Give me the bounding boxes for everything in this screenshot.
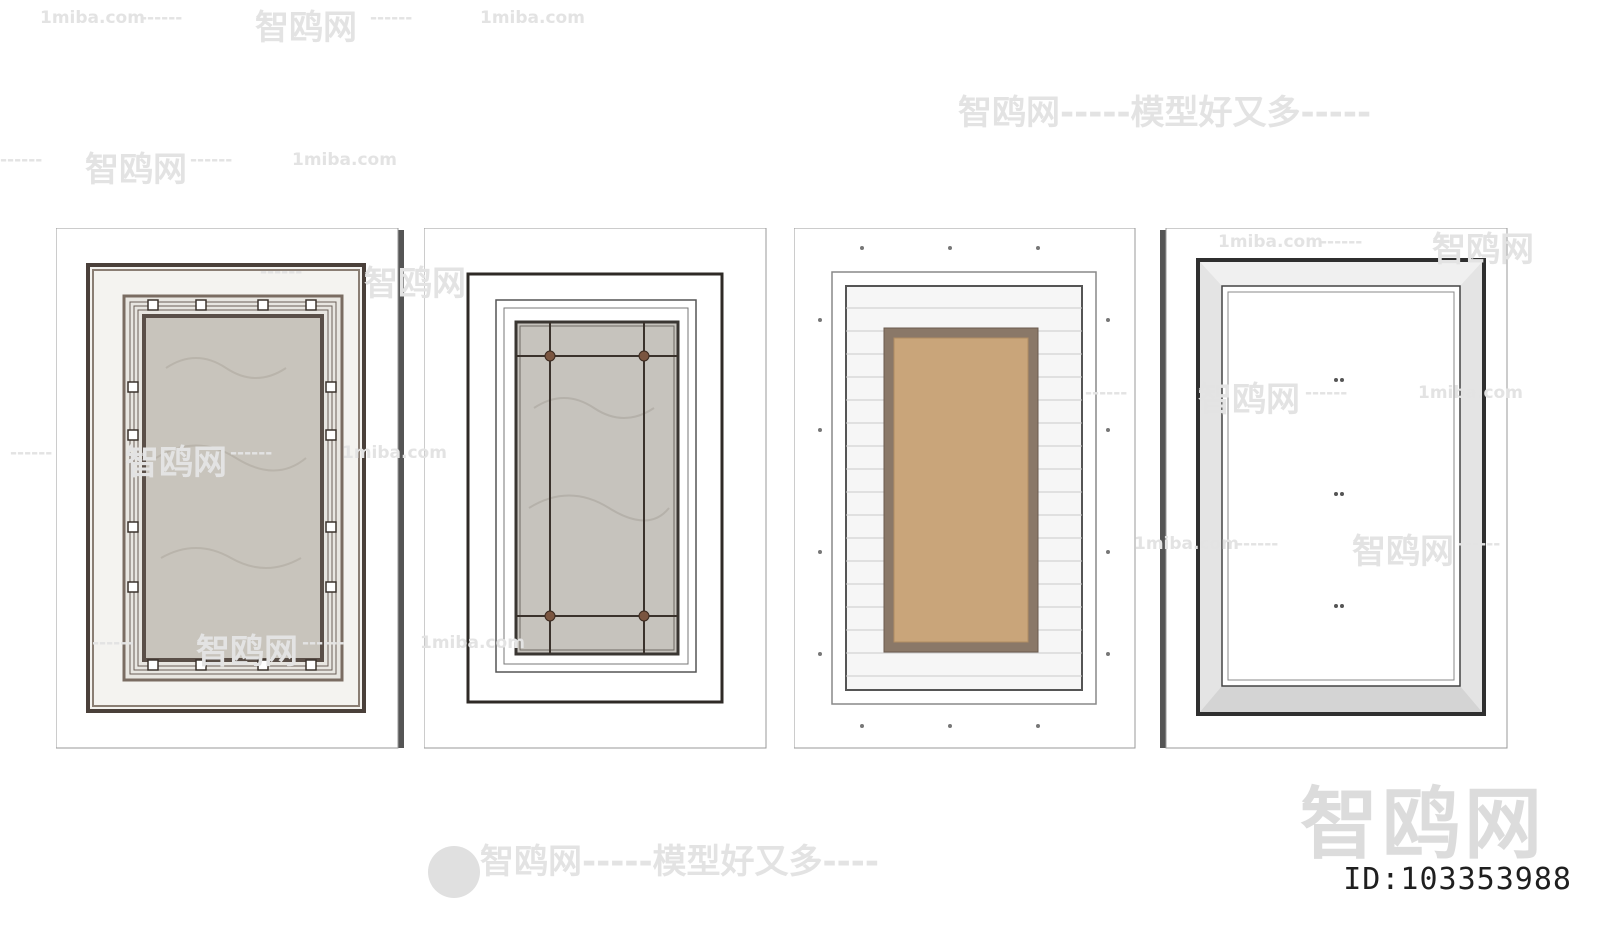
watermark-brand: 智鸥网 (85, 150, 187, 190)
brand-logo-icon (428, 846, 480, 898)
watermark-dashes: ------ (0, 150, 43, 170)
watermark-dashes: ------ (190, 150, 233, 170)
watermark-site: 1miba.com (292, 150, 397, 170)
watermark-big-brand: 智鸥网 (1300, 780, 1547, 870)
model-id-label: ID:103353988 (1343, 862, 1572, 897)
watermark-dashes: ------ (140, 8, 183, 28)
watermark-dashes: ------ (10, 443, 53, 463)
panel-marble-lattice (56, 228, 406, 750)
watermark-site: 1miba.com (480, 8, 585, 28)
watermark-slogan: 智鸥网-----模型好又多----- (958, 93, 1372, 133)
watermark-dashes: ------ (370, 8, 413, 28)
watermark-brand: 智鸥网 (255, 8, 357, 48)
watermark-slogan: 智鸥网-----模型好又多---- (480, 842, 880, 882)
panel-marble-grid (424, 228, 768, 750)
watermark-site: 1miba.com (40, 8, 145, 28)
panel-plain-bevel (1160, 228, 1510, 750)
panel-fabric-stripes (794, 228, 1138, 750)
